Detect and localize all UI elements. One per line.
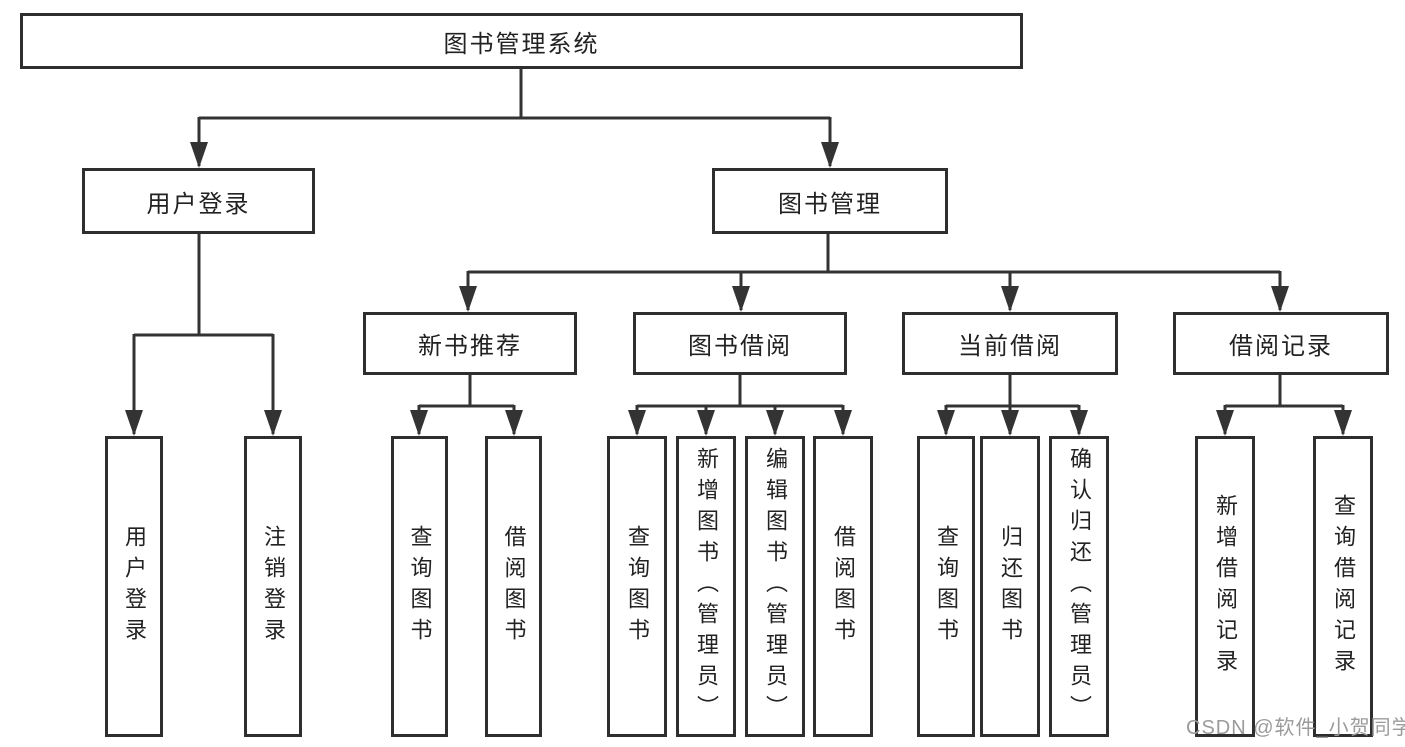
node-root-label: 图书管理系统 bbox=[443, 30, 600, 58]
node-root: 图书管理系统 bbox=[20, 13, 1023, 69]
leaf-query-book-current-label: 查询图书 bbox=[934, 524, 959, 649]
node-borrow-records-label: 借阅记录 bbox=[1229, 333, 1333, 360]
leaf-borrow-book-recommend: 借阅图书 bbox=[485, 436, 542, 737]
leaf-query-book-current: 查询图书 bbox=[917, 436, 975, 737]
leaf-add-borrow-record-label: 新增借阅记录 bbox=[1213, 493, 1238, 680]
node-new-book-recommend-label: 新书推荐 bbox=[418, 333, 522, 360]
leaf-query-borrow-record-label: 查询借阅记录 bbox=[1331, 493, 1356, 680]
leaf-add-borrow-record: 新增借阅记录 bbox=[1195, 436, 1255, 737]
node-current-borrow: 当前借阅 bbox=[902, 312, 1118, 375]
node-user-login-label: 用户登录 bbox=[146, 190, 251, 218]
node-book-management-label: 图书管理 bbox=[778, 190, 882, 218]
leaf-user-login: 用户登录 bbox=[105, 436, 163, 737]
leaf-query-borrow-record: 查询借阅记录 bbox=[1313, 436, 1373, 737]
leaf-query-book-recommend-label: 查询图书 bbox=[407, 524, 433, 649]
leaf-query-book-borrow: 查询图书 bbox=[607, 436, 667, 737]
node-book-borrow-label: 图书借阅 bbox=[688, 333, 792, 360]
watermark: CSDN @软件_小贺同学 bbox=[1186, 717, 1405, 739]
leaf-edit-book-admin: 编辑图书（管理员） bbox=[745, 436, 805, 737]
leaf-borrow-book: 借阅图书 bbox=[813, 436, 873, 737]
node-user-login: 用户登录 bbox=[82, 168, 315, 234]
leaf-user-login-label: 用户登录 bbox=[122, 524, 147, 649]
leaf-logout-login-label: 注销登录 bbox=[261, 524, 286, 649]
leaf-logout-login: 注销登录 bbox=[244, 436, 302, 737]
leaf-query-book-recommend: 查询图书 bbox=[391, 436, 448, 737]
leaf-return-book: 归还图书 bbox=[980, 436, 1040, 737]
leaf-borrow-book-recommend-label: 借阅图书 bbox=[501, 524, 527, 649]
leaf-edit-book-admin-label: 编辑图书（管理员） bbox=[763, 447, 788, 726]
node-book-borrow: 图书借阅 bbox=[633, 312, 847, 375]
leaf-confirm-return-admin: 确认归还（管理员） bbox=[1049, 436, 1109, 737]
node-current-borrow-label: 当前借阅 bbox=[958, 333, 1062, 360]
node-new-book-recommend: 新书推荐 bbox=[363, 312, 577, 375]
leaf-query-book-borrow-label: 查询图书 bbox=[625, 524, 650, 649]
leaf-return-book-label: 归还图书 bbox=[998, 524, 1023, 649]
leaf-confirm-return-admin-label: 确认归还（管理员） bbox=[1067, 447, 1092, 726]
node-book-management: 图书管理 bbox=[712, 168, 948, 234]
leaf-add-book-admin: 新增图书（管理员） bbox=[676, 436, 736, 737]
leaf-add-book-admin-label: 新增图书（管理员） bbox=[694, 447, 719, 726]
node-borrow-records: 借阅记录 bbox=[1173, 312, 1389, 375]
leaf-borrow-book-label: 借阅图书 bbox=[831, 524, 856, 649]
